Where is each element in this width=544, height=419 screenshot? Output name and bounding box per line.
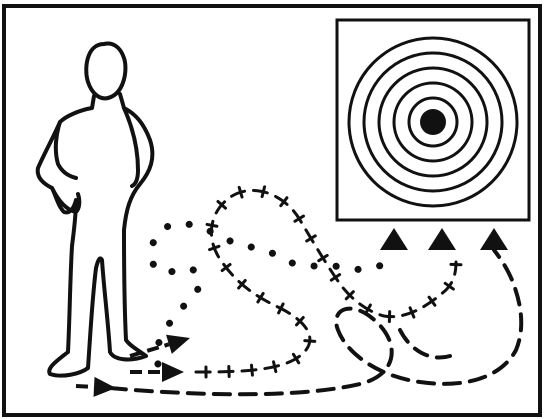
- dotted-path: [151, 224, 396, 364]
- hatch-tick: [207, 224, 217, 226]
- hatch-tick: [410, 308, 414, 317]
- start-arrow-head: [162, 362, 184, 382]
- person-head: [86, 44, 125, 99]
- person-right-arm: [124, 108, 138, 186]
- hatch-tick: [274, 362, 276, 372]
- hatched-path: [196, 190, 456, 372]
- target-rings: [349, 38, 517, 206]
- target-bullseye: [420, 109, 446, 135]
- hatch-tick: [210, 246, 219, 249]
- start-arrow-head: [166, 335, 190, 354]
- target-arrow: [428, 228, 456, 250]
- person-figure: [38, 44, 153, 376]
- target-board: [337, 20, 529, 220]
- hatch-tick: [279, 304, 283, 313]
- hatch-tick: [239, 187, 242, 197]
- target-arrow: [480, 228, 508, 250]
- hatch-tick: [262, 187, 264, 197]
- dashed-path-inner: [400, 330, 450, 358]
- start-arrow-shaft: [76, 386, 94, 387]
- target-arrow: [380, 228, 408, 250]
- target-arrows: [380, 228, 508, 250]
- hatch-tick: [305, 341, 315, 342]
- hatch-tick: [251, 365, 252, 375]
- person-left-arm: [56, 122, 76, 178]
- start-arrows: [76, 335, 190, 397]
- hatch-ticks: [206, 187, 461, 377]
